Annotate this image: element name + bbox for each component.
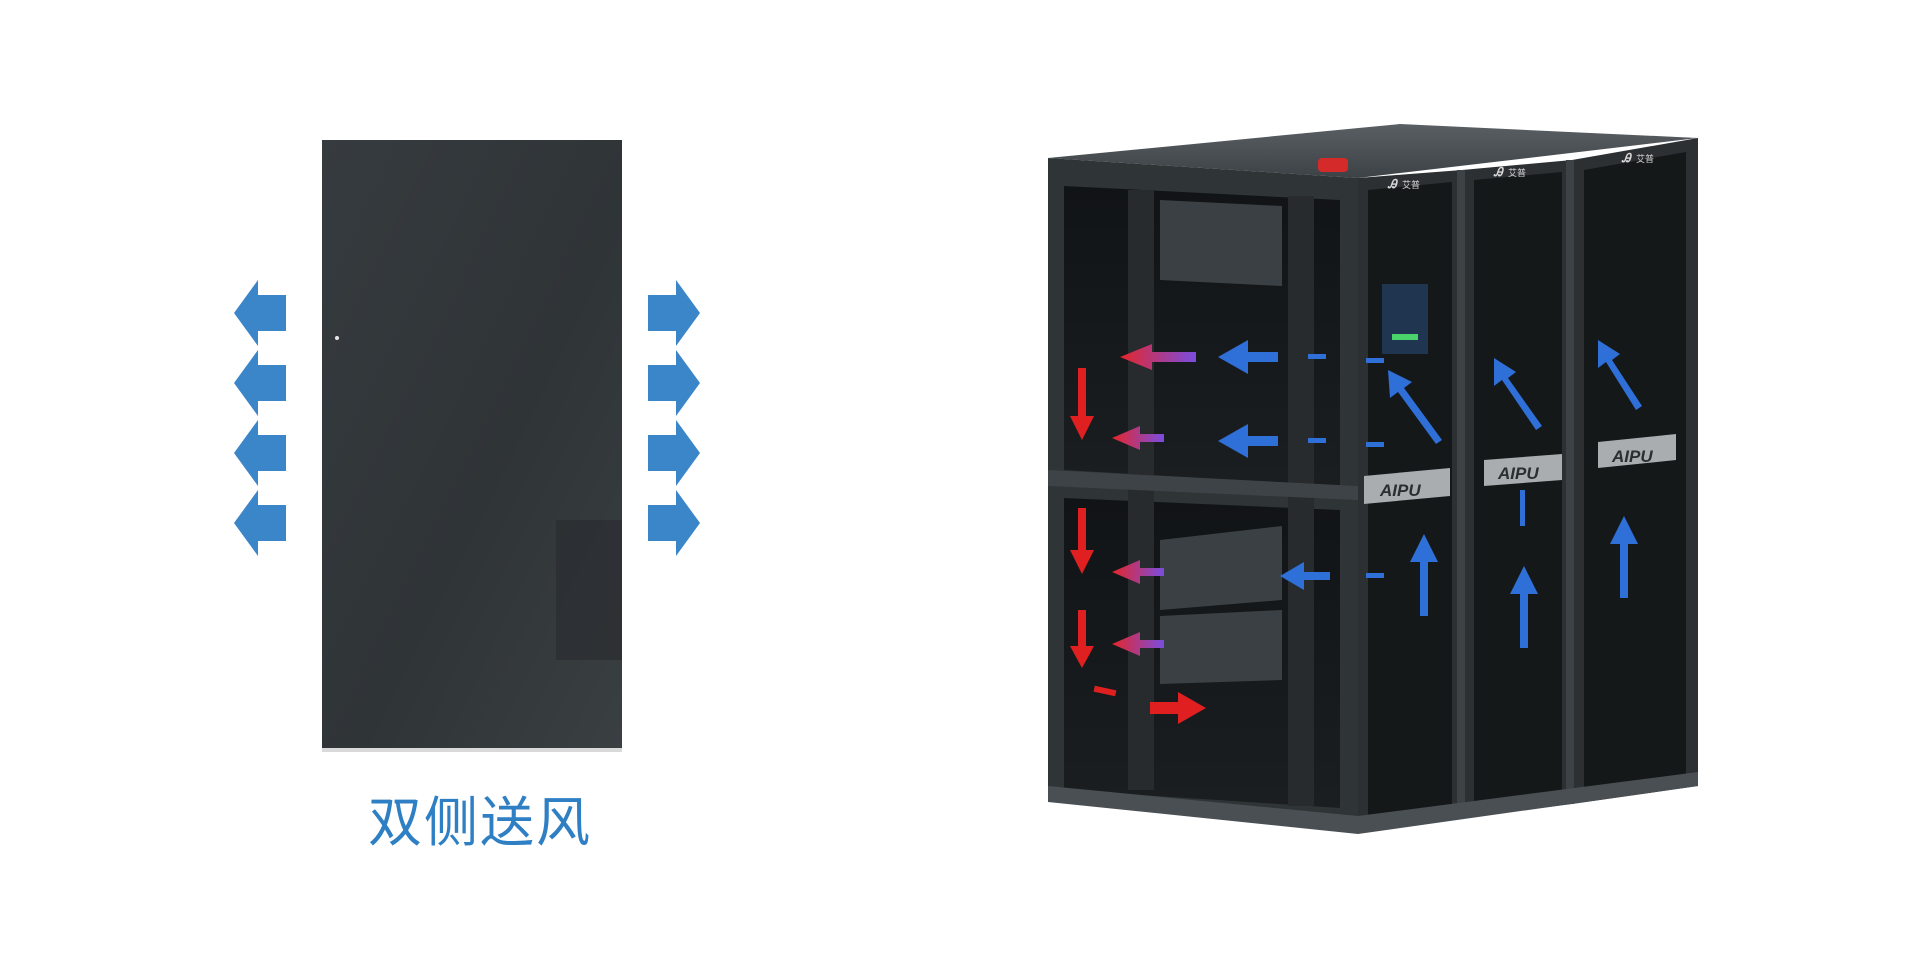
airflow-arrow-icon — [1112, 426, 1164, 450]
airflow-dash — [1093, 685, 1117, 697]
airflow-mode-caption: 双侧送风 — [368, 791, 592, 854]
cabinet-base-highlight — [322, 748, 622, 752]
airflow-arrow-icon — [1218, 424, 1278, 458]
arrow-right-icon — [648, 280, 700, 346]
airflow-arrow-icon — [1070, 368, 1094, 440]
door-pillar — [1457, 170, 1465, 818]
aipu-logo-icon: Ꭿ — [1621, 151, 1633, 165]
aipu-logo-icon: Ꭿ — [1493, 165, 1505, 179]
arrow-left-icon — [234, 280, 286, 346]
aipu-label-text: AIPU — [1611, 447, 1653, 466]
arrow-left-icon — [234, 490, 286, 556]
server-unit — [1160, 610, 1282, 684]
front-door-glass-2 — [1474, 172, 1562, 804]
aipu-logo-icon: Ꭿ — [1387, 177, 1399, 191]
rack-rail — [1288, 196, 1314, 806]
left-side-arrows — [234, 280, 286, 556]
status-indicator — [1392, 334, 1418, 340]
single-cabinet-diagram — [234, 140, 700, 752]
cabinet-base — [1048, 772, 1698, 834]
arrow-right-icon — [648, 490, 700, 556]
airflow-arrow-icon — [1070, 508, 1094, 574]
door-pillar — [1566, 160, 1574, 804]
cabinet-front-panel — [322, 140, 622, 752]
aipu-label-strip — [1364, 468, 1450, 504]
brand-badge-label: 艾普 — [1636, 153, 1654, 165]
aipu-label-strip — [1484, 454, 1562, 486]
aipu-label-strip — [1598, 434, 1676, 468]
server-unit — [1160, 526, 1282, 610]
aipu-label-text: AIPU — [1379, 481, 1421, 500]
cabinet-keyhole — [335, 336, 339, 340]
airflow-arrow-icon — [1388, 370, 1442, 444]
airflow-dash — [1308, 354, 1326, 359]
shelf-divider — [1048, 470, 1358, 500]
airflow-arrow-icon — [1410, 534, 1438, 616]
arrow-right-icon — [648, 420, 700, 486]
arrow-left-icon — [234, 420, 286, 486]
airflow-arrow-icon — [1218, 340, 1278, 374]
alarm-light-icon — [1318, 158, 1348, 172]
airflow-arrow-icon — [1280, 562, 1330, 590]
brand-badge-label: 艾普 — [1402, 179, 1420, 191]
server-unit — [1160, 200, 1282, 286]
airflow-dash — [1366, 573, 1384, 578]
airflow-arrow-icon — [1070, 610, 1094, 668]
airflow-arrow-icon — [1120, 344, 1196, 370]
airflow-dash — [1366, 442, 1384, 447]
airflow-dash — [1366, 358, 1384, 363]
airflow-arrow-icon — [1510, 566, 1538, 648]
control-display-panel — [1382, 284, 1428, 354]
airflow-arrow-icon — [1112, 560, 1164, 584]
arrow-right-icon — [648, 350, 700, 416]
airflow-arrow-icon — [1610, 516, 1638, 598]
airflow-arrow-icon — [1112, 632, 1164, 656]
cool-airflow-arrows — [1218, 340, 1642, 648]
front-door-glass-3 — [1584, 152, 1686, 792]
aipu-label-text: AIPU — [1497, 464, 1539, 483]
arrow-left-icon — [234, 350, 286, 416]
cabinet-handle-lock — [556, 520, 622, 660]
cabinet-row-diagram: Ꭿ 艾普 Ꭿ 艾普 Ꭿ 艾普 AIPU AIPU AIPU — [1048, 124, 1698, 834]
top-logo-badges: Ꭿ 艾普 Ꭿ 艾普 Ꭿ 艾普 — [1387, 151, 1654, 191]
airflow-dash — [1308, 438, 1326, 443]
airflow-arrow-icon — [1494, 358, 1542, 430]
cabinet-top-surface — [1048, 124, 1698, 178]
airflow-dash — [1520, 490, 1525, 526]
airflow-arrow-icon — [1598, 340, 1642, 410]
brand-badge-label: 艾普 — [1508, 167, 1526, 179]
right-side-arrows — [648, 280, 700, 556]
airflow-arrow-icon — [1150, 692, 1206, 724]
hot-airflow-arrows — [1070, 344, 1206, 724]
